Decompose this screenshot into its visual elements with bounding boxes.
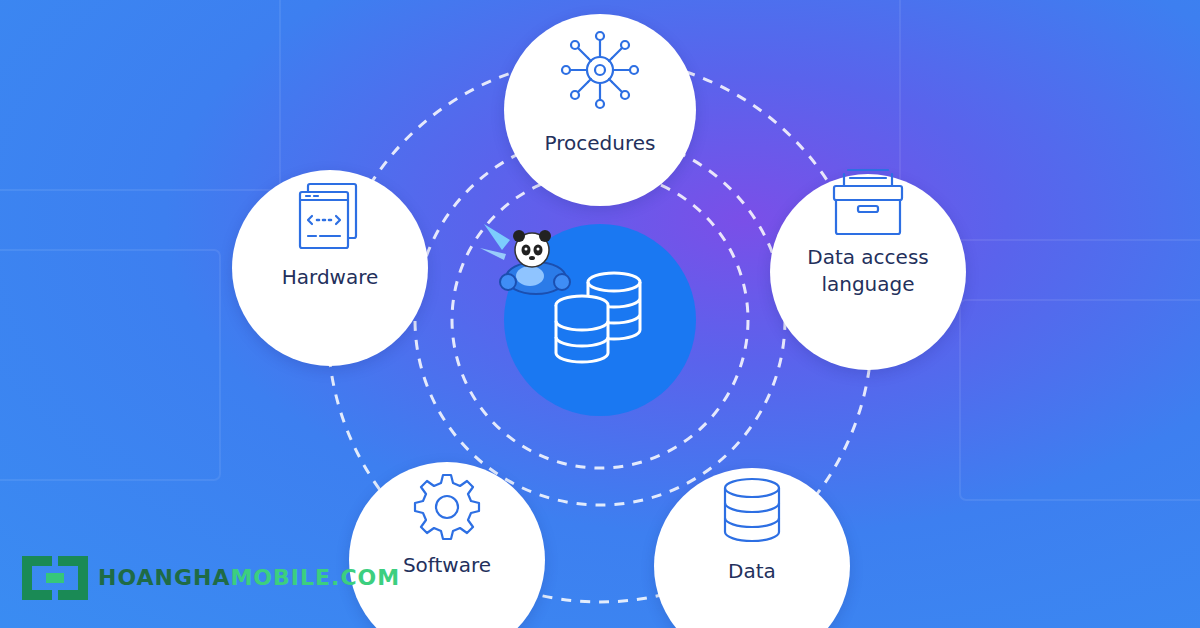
panda-pilot [480,224,570,294]
node-label: Software [403,552,491,579]
watermark-text: HOANGHA [98,565,230,590]
node-label-line: Hardware [232,264,428,291]
node-label: Data access language [788,244,948,298]
faint-panels [0,0,1200,500]
data-access-circle: Data access language [770,174,966,370]
procedures-circle: Procedures [504,14,696,206]
node-label-line: Procedures [504,130,696,157]
node-label: Hardware [282,264,379,291]
node-label: Procedures [545,130,656,157]
data-circle: Data [654,468,850,628]
watermark-text: MOBILE.COM [230,565,400,590]
node-label-line: Data [654,558,850,585]
hardware-circle: Hardware [232,170,428,366]
logo-mark [22,556,88,600]
node-label-line: Data access language [770,244,966,298]
center-circle [504,224,696,416]
node-label: Data [728,558,776,585]
